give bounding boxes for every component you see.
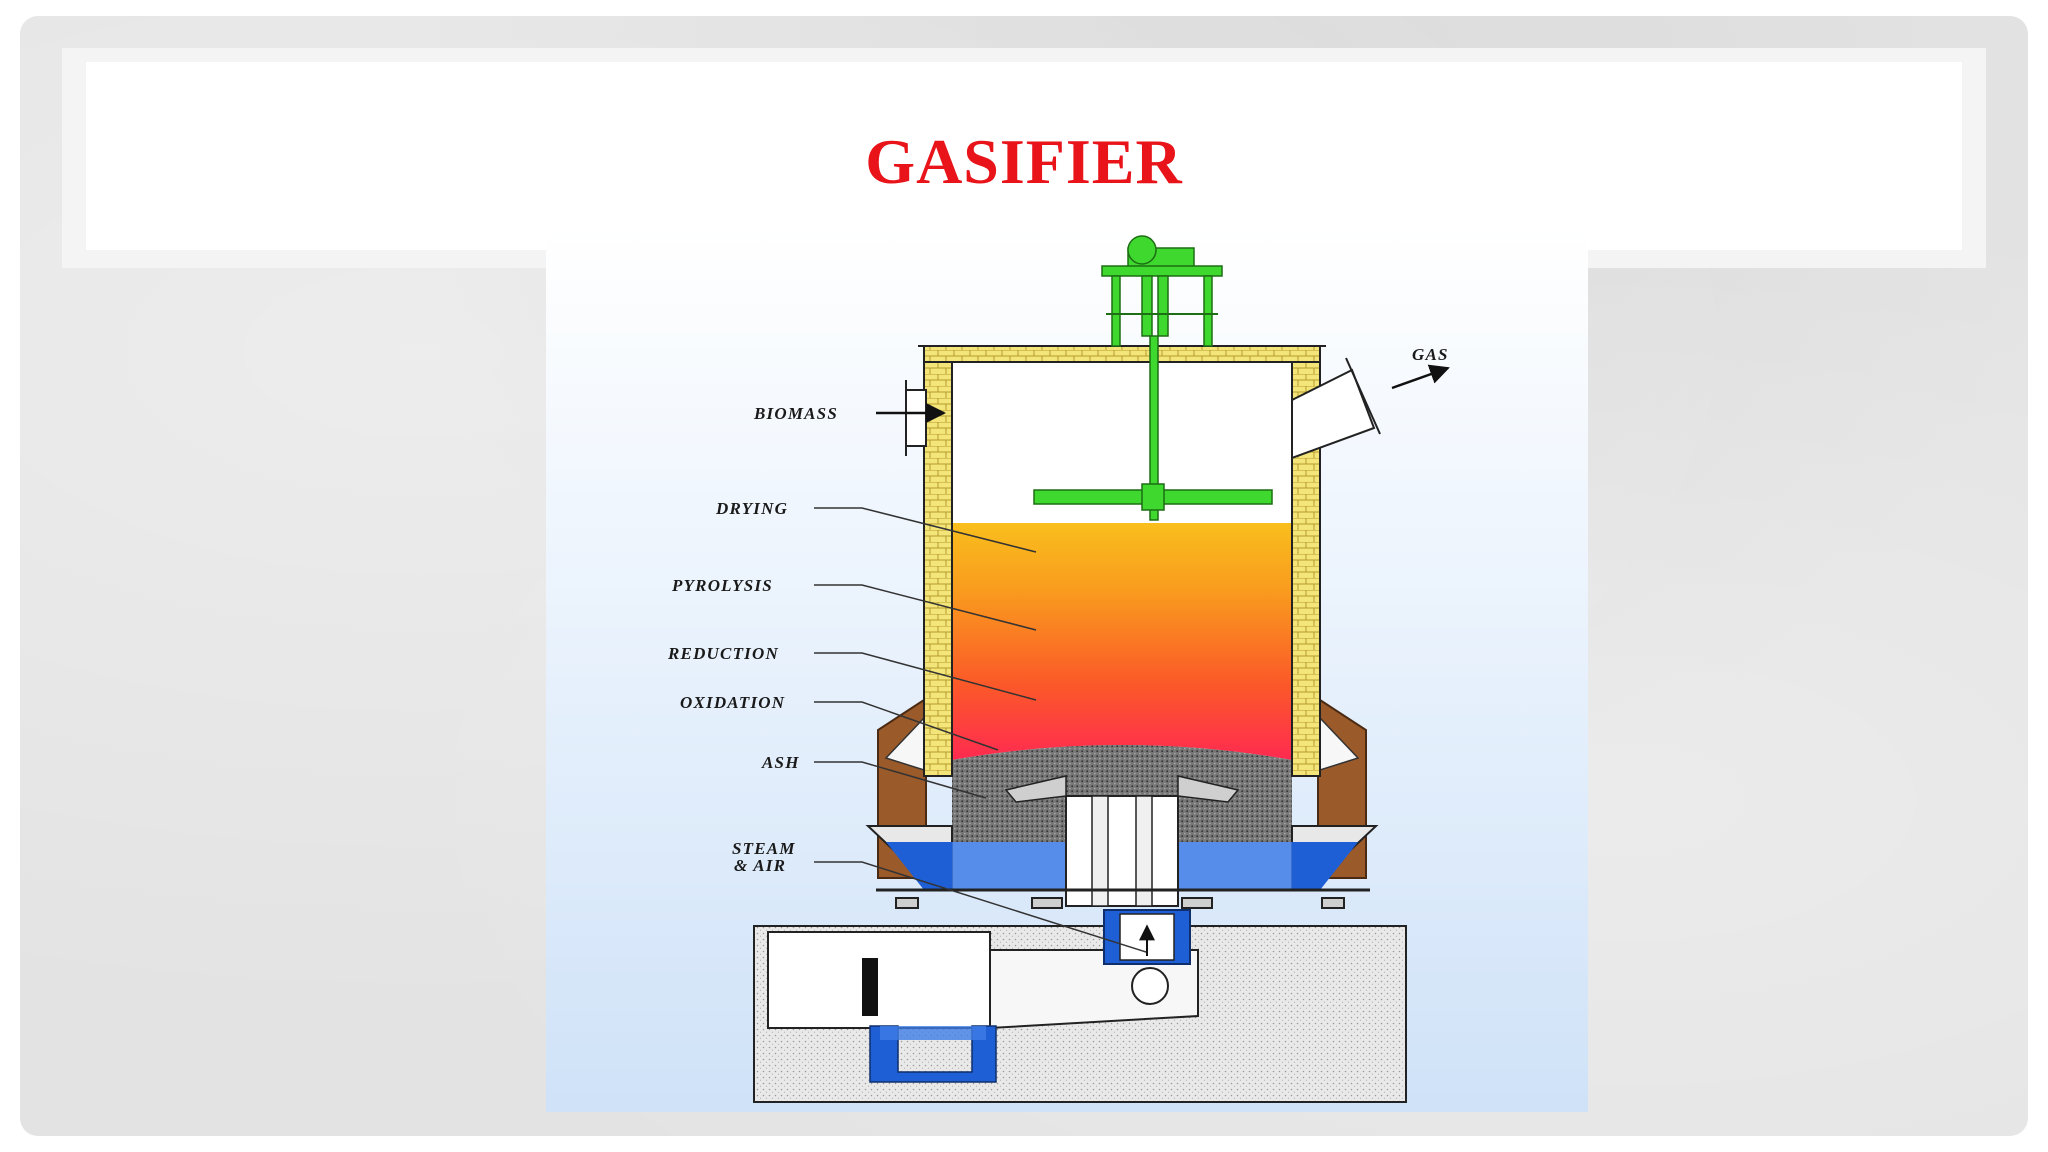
label-ash: ASH (761, 753, 800, 772)
gas-arrow (1391, 364, 1450, 390)
steam-air-duct (1103, 909, 1191, 965)
label-reduction: REDUCTION (667, 644, 779, 663)
foundation (753, 925, 1407, 1103)
label-oxidation: OXIDATION (680, 693, 785, 712)
reaction-zone (952, 503, 1292, 760)
label-drying: DRYING (715, 499, 788, 518)
gasifier-diagram: BIOMASS GAS DRYING PYROLYSIS REDUCTION O… (546, 230, 1588, 1112)
stirrer-mechanism (1033, 235, 1273, 521)
biomass-inlet (905, 380, 927, 456)
bolt-flanges (895, 897, 1345, 909)
label-steam: STEAM (732, 839, 796, 858)
title-box: GASIFIER (86, 62, 1962, 250)
label-biomass: BIOMASS (753, 404, 838, 423)
leader-lines (814, 507, 1147, 953)
ash-bed (952, 745, 1292, 842)
gas-outlet (1291, 357, 1381, 460)
title-band: GASIFIER (62, 48, 1986, 268)
label-gas: GAS (1412, 345, 1449, 364)
label-pyrolysis: PYROLYSIS (671, 576, 773, 595)
slide-title: GASIFIER (865, 126, 1183, 197)
label-air: & AIR (734, 856, 786, 875)
grate-column (1004, 775, 1240, 907)
